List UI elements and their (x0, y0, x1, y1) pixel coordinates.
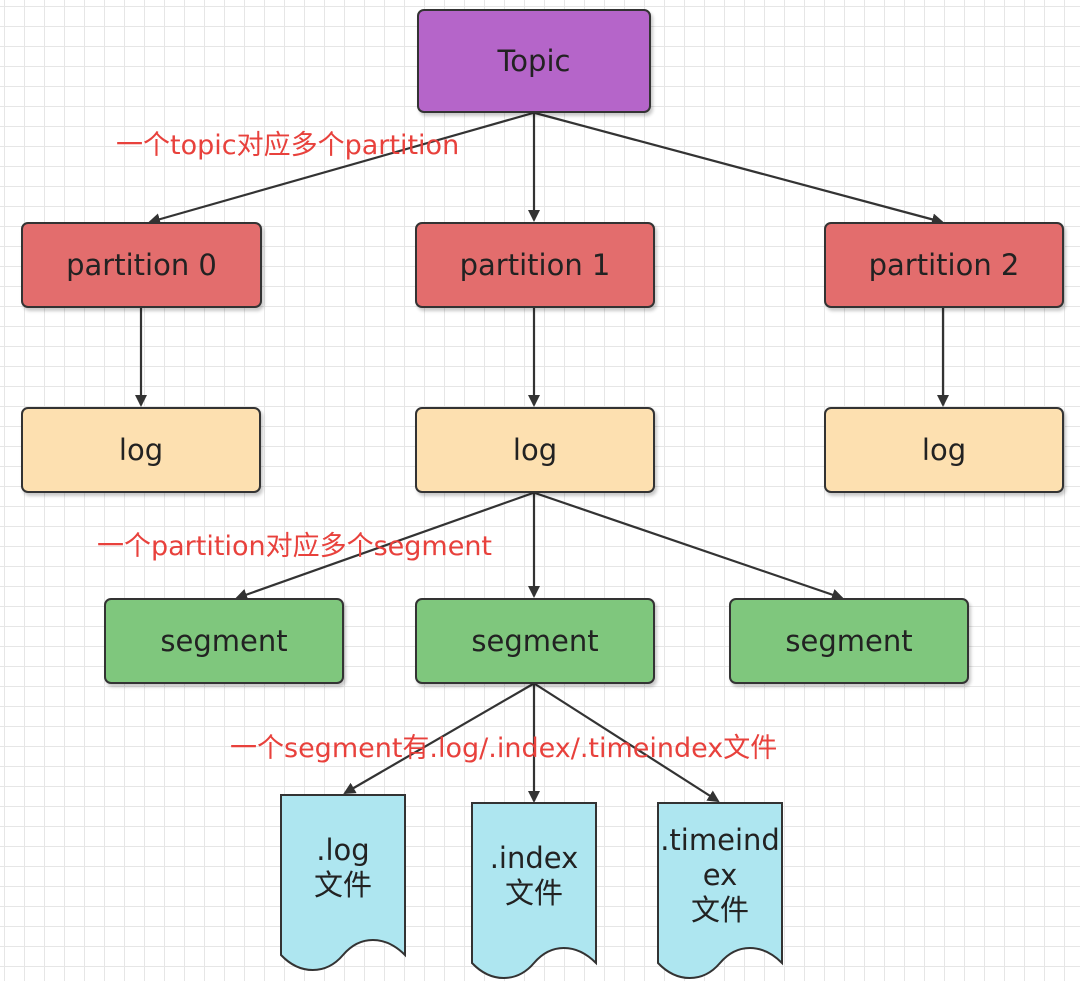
log-0-label: log (118, 433, 164, 467)
partition-2-label: partition 2 (868, 248, 1020, 282)
segment-1-node: segment (415, 598, 655, 684)
index-file-shape (471, 802, 597, 979)
annotation-topic-partitions: 一个topic对应多个partition (116, 130, 460, 161)
log-2-node: log (824, 407, 1064, 493)
index-file-ext: .index (489, 841, 579, 875)
segment-0-label: segment (160, 624, 288, 658)
arrow-segment-to-log-file (343, 683, 534, 795)
arrow-topic-to-partition-0 (148, 111, 534, 226)
arrow-topic-to-partition-2 (534, 111, 944, 226)
segment-2-label: segment (785, 624, 913, 658)
log-2-label: log (921, 433, 967, 467)
log-1-label: log (512, 433, 558, 467)
partition-1-node: partition 1 (415, 222, 655, 308)
arrow-segment-to-timeindex-file (534, 683, 720, 803)
timeindex-file-ext-part1: .timeind (660, 823, 780, 857)
annotation-partition-segments: 一个partition对应多个segment (97, 531, 493, 562)
topic-label: Topic (497, 44, 571, 78)
timeindex-file-word: 文件 (690, 892, 749, 927)
segment-1-label: segment (471, 624, 599, 658)
index-file-word: 文件 (504, 875, 563, 910)
log-file-shape (280, 794, 406, 971)
log-1-node: log (415, 407, 655, 493)
log-file-ext: .log (316, 833, 370, 867)
annotation-segment-files: 一个segment有.log/.index/.timeindex文件 (230, 733, 778, 764)
log-0-node: log (21, 407, 261, 493)
arrow-log-to-segment-2 (534, 491, 844, 601)
partition-2-node: partition 2 (824, 222, 1064, 308)
segment-2-node: segment (729, 598, 969, 684)
arrow-log-to-segment-0 (235, 491, 534, 601)
log-file-text: .log 文件 (281, 833, 405, 903)
partition-0-node: partition 0 (21, 222, 262, 308)
topic-node: Topic (417, 9, 651, 113)
partition-1-label: partition 1 (459, 248, 611, 282)
index-file-text: .index 文件 (472, 841, 596, 911)
partition-0-label: partition 0 (66, 248, 217, 282)
timeindex-file-shape (657, 802, 783, 979)
log-file-word: 文件 (313, 867, 372, 902)
timeindex-file-ext-part2: ex (702, 857, 738, 892)
timeindex-file-text: .timeind ex 文件 (652, 823, 788, 927)
segment-0-node: segment (104, 598, 344, 684)
